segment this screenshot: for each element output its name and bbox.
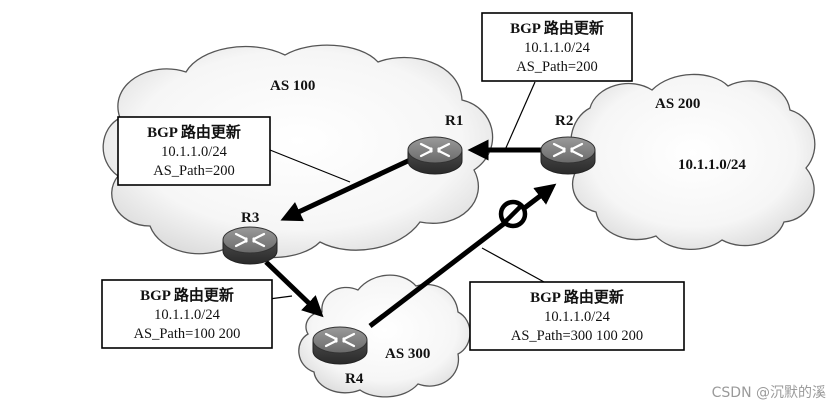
- update-title: BGP 路由更新: [140, 286, 234, 304]
- update-title: BGP 路由更新: [510, 19, 604, 37]
- update-as-path: AS_Path=200: [516, 59, 598, 75]
- as300-label: AS 300: [385, 346, 430, 362]
- router-label-r3: R3: [241, 210, 259, 226]
- arrow-r3-to-r4: [264, 260, 324, 318]
- router-r4-router-icon: [312, 326, 368, 365]
- update-as-path: AS_Path=300 100 200: [511, 328, 643, 344]
- as100-label: AS 100: [270, 78, 315, 94]
- as100-cloud: [102, 44, 494, 259]
- update-prefix: 10.1.1.0/24: [544, 309, 610, 325]
- as300-cloud: [298, 274, 471, 398]
- as200-prefix: 10.1.1.0/24: [678, 157, 746, 173]
- update-box-r1-to-r3: BGP 路由更新 10.1.1.0/24 AS_Path=200: [117, 116, 271, 186]
- update-prefix: 10.1.1.0/24: [154, 307, 220, 323]
- router-label-r2: R2: [555, 113, 573, 129]
- watermark: CSDN @沉默的溪: [712, 385, 826, 401]
- update-box-r4-to-r2: BGP 路由更新 10.1.1.0/24 AS_Path=300 100 200: [469, 281, 685, 351]
- router-r2-router-icon: [540, 136, 596, 175]
- arrow-r1-to-r3: [280, 157, 412, 222]
- prohibited-icon: [498, 199, 528, 229]
- update-box-r3-to-r4: BGP 路由更新 10.1.1.0/24 AS_Path=100 200: [101, 279, 273, 349]
- update-as-path: AS_Path=200: [153, 163, 235, 179]
- router-label-r4: R4: [345, 371, 364, 387]
- router-r1-router-icon: [407, 136, 463, 175]
- update-prefix: 10.1.1.0/24: [524, 40, 590, 56]
- router-label-r1: R1: [445, 113, 463, 129]
- update-as-path: AS_Path=100 200: [134, 326, 241, 342]
- update-box-r2-to-r1: BGP 路由更新 10.1.1.0/24 AS_Path=200: [481, 12, 633, 82]
- update-prefix: 10.1.1.0/24: [161, 144, 227, 160]
- router-r3-router-icon: [222, 226, 278, 265]
- update-title: BGP 路由更新: [530, 288, 624, 306]
- update-title: BGP 路由更新: [147, 123, 241, 141]
- as200-label: AS 200: [655, 96, 700, 112]
- as200-cloud: [570, 73, 816, 251]
